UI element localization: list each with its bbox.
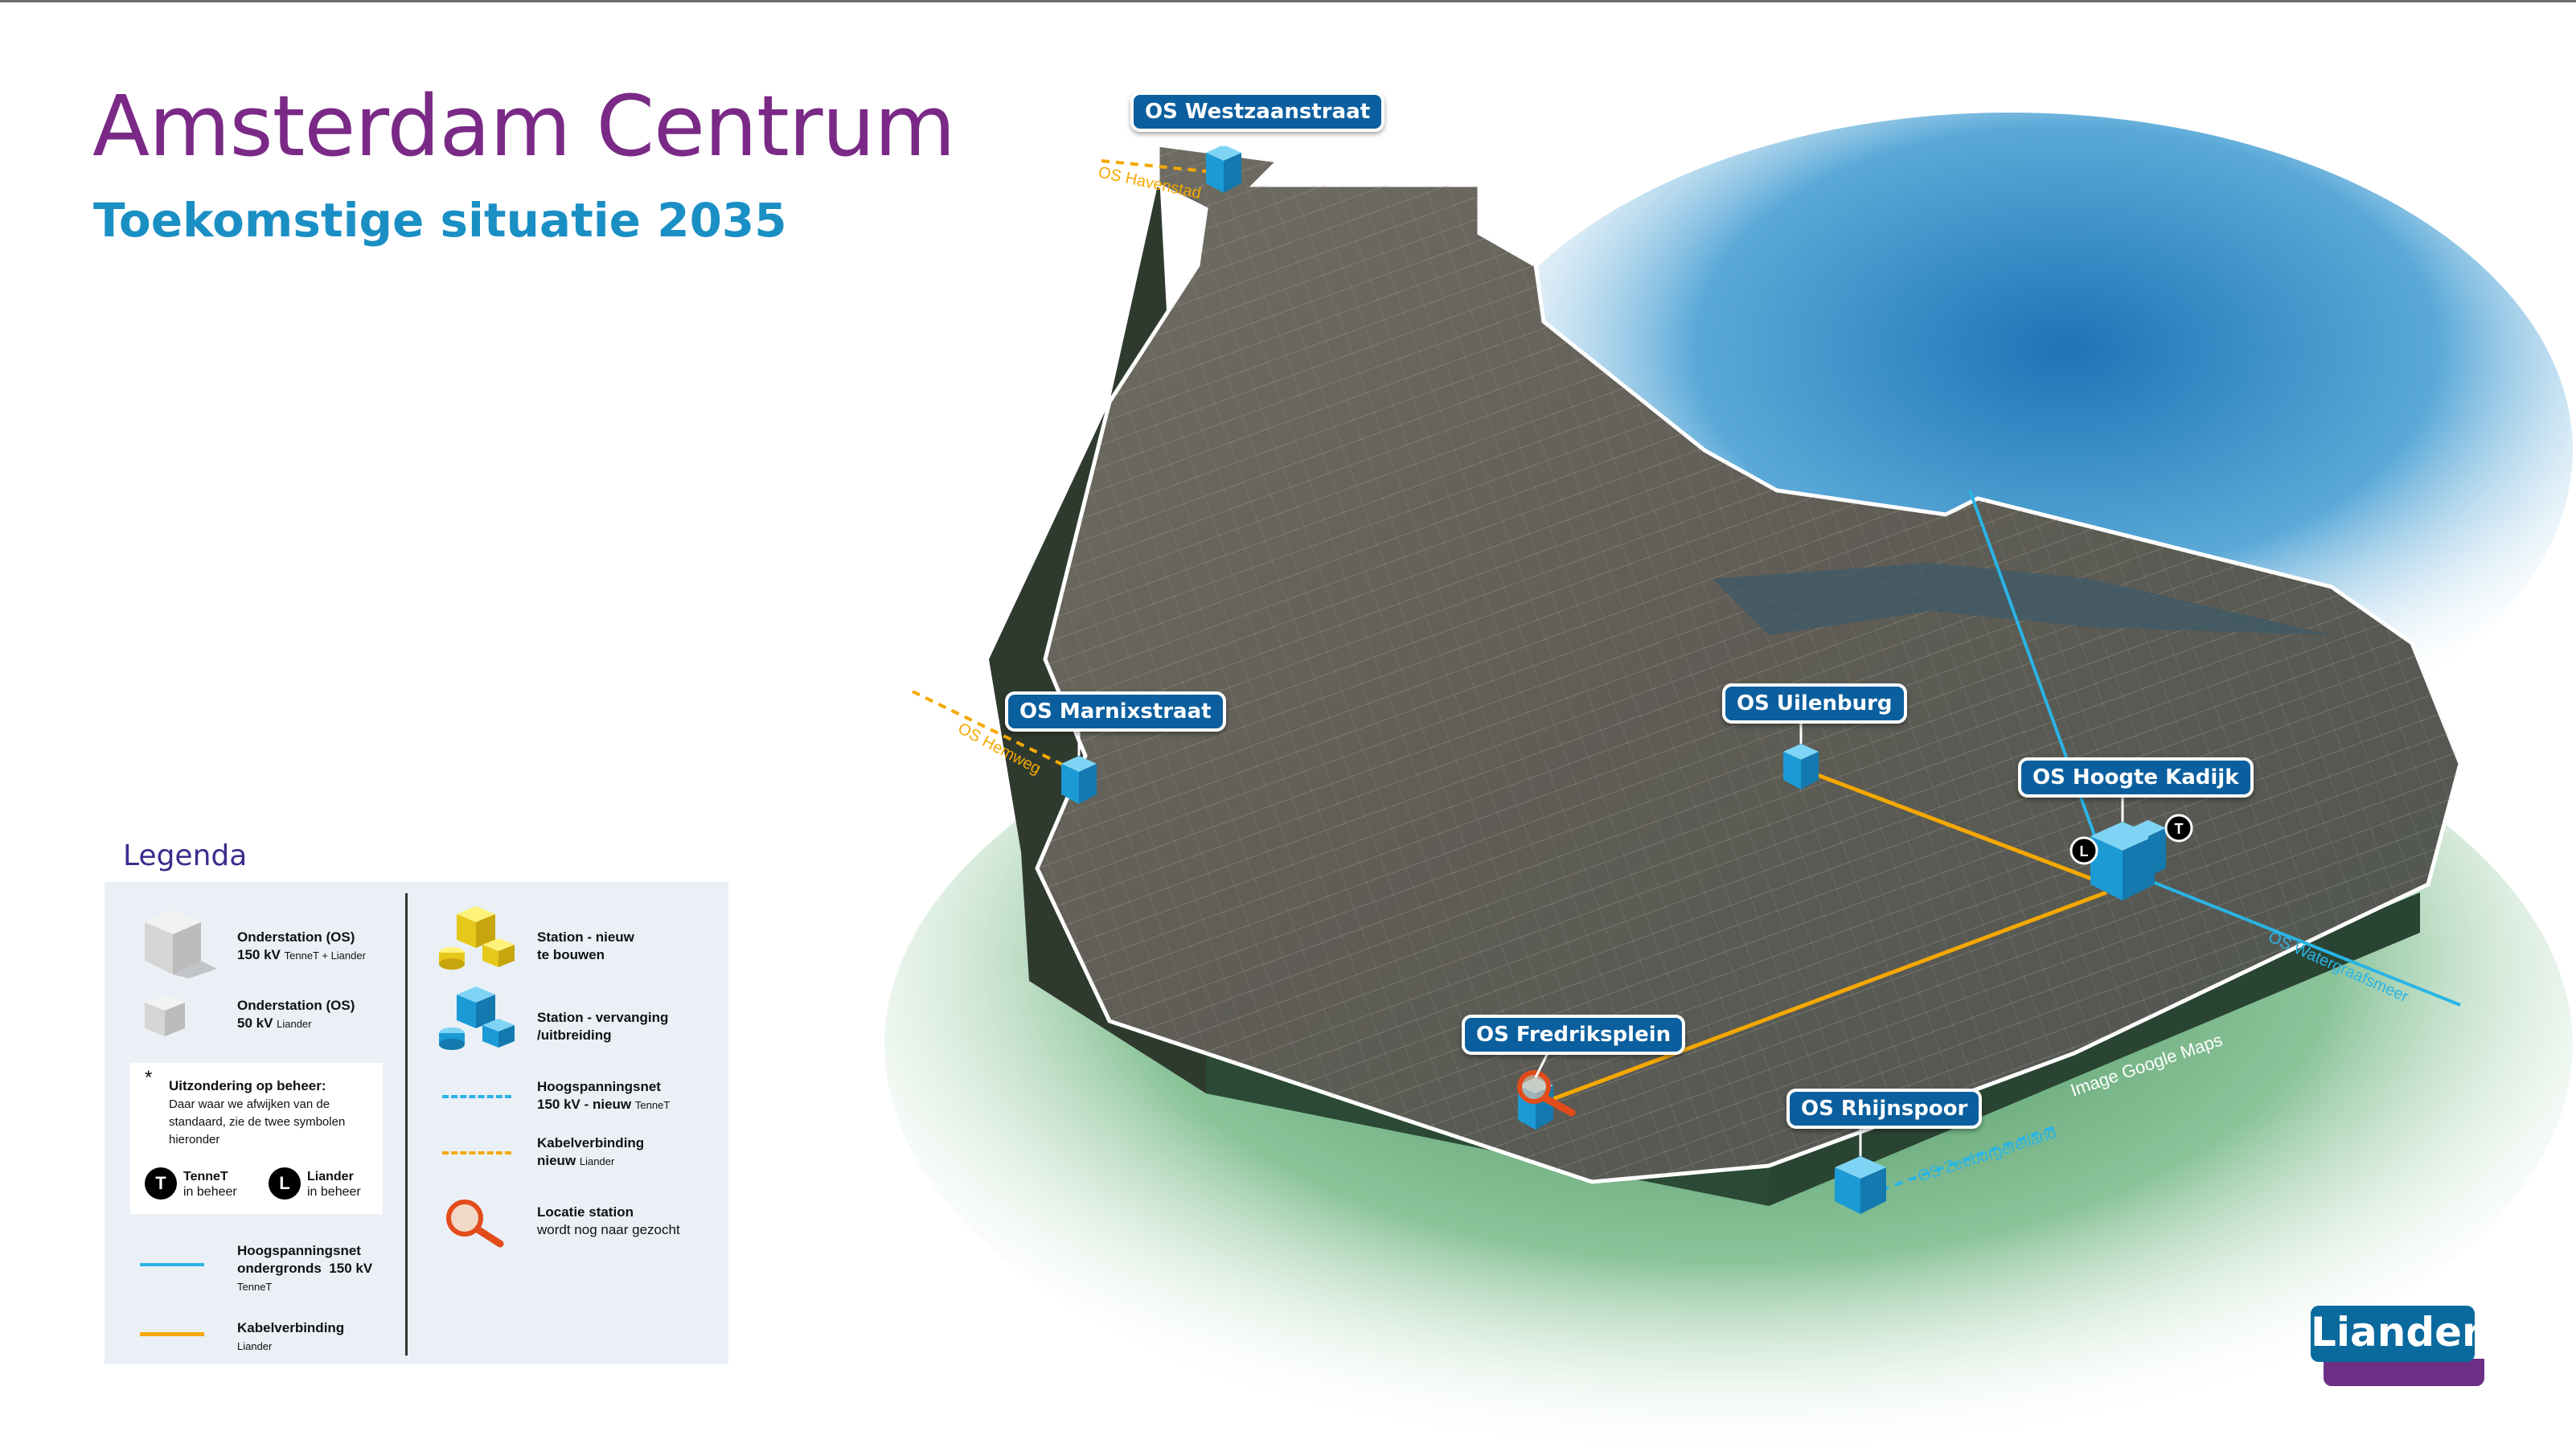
liander-badge-icon: L (2069, 836, 2098, 865)
legend-title: Legenda (123, 839, 248, 872)
zeeburgereiland-line (1881, 1124, 2059, 1192)
legend-divider (405, 893, 408, 1356)
legend-station-replace: Station - vervanging/uitbreiding (537, 1010, 669, 1043)
liander-logo: Liander (2311, 1306, 2482, 1362)
station-rhijnspoor-cube (1835, 1156, 1886, 1214)
top-rule (0, 0, 2576, 2)
station-replace-icon (439, 986, 515, 1050)
hs-new-line-icon (442, 1095, 511, 1098)
page-subtitle: Toekomstige situatie 2035 (93, 193, 787, 248)
svg-text:T: T (2175, 821, 2184, 837)
station-label-hoogte-kadijk: OS Hoogte Kadijk (2018, 757, 2254, 798)
search-location-icon (1517, 1070, 1576, 1117)
station-new-icon (439, 906, 515, 970)
station-marnixstraat-cube (1061, 756, 1097, 804)
station-label-marnixstraat: OS Marnixstraat (1005, 691, 1226, 732)
station-westzaanstraat-cube (1206, 145, 1241, 193)
cable-line-icon (140, 1332, 204, 1336)
hs-underground-line-icon (140, 1263, 204, 1266)
havenstad-cable (1101, 159, 1223, 174)
exception-text: Uitzondering op beheer: Daar waar we afw… (169, 1078, 346, 1146)
legend-os50: Onderstation (OS) 50 kV Liander (237, 998, 355, 1031)
legend-exception-box: * Uitzondering op beheer: Daar waar we a… (130, 1063, 383, 1214)
page-title: Amsterdam Centrum (92, 77, 956, 175)
logo-accent (2324, 1359, 2484, 1386)
station-label-fredriksplein: OS Fredriksplein (1462, 1015, 1686, 1055)
station-hoogte-kadijk-cube (2090, 820, 2166, 900)
legend-os150: Onderstation (OS) 150 kV TenneT + Liande… (237, 929, 366, 962)
city-map: OS Havenstad OS Hemweg OS Zeeburgereilan… (884, 113, 2573, 1452)
os150-cube-icon (145, 910, 217, 978)
station-label-westzaanstraat: OS Westzaanstraat (1130, 92, 1385, 132)
legend-panel: Onderstation (OS) 150 kV TenneT + Liande… (105, 882, 728, 1364)
watergraafsmeer-line (2138, 875, 2461, 1007)
fredriksplein-cable (1535, 890, 2107, 1108)
station-label-rhijnspoor: OS Rhijnspoor (1786, 1089, 1983, 1129)
legend-hs-underground: Hoogspanningsnet ondergronds 150 kV Tenn… (237, 1243, 373, 1293)
ij-water (1713, 563, 2332, 635)
hemweg-cable (912, 690, 1078, 773)
os50-cube-icon (145, 995, 185, 1036)
magnifier-icon (446, 1200, 504, 1248)
liander-badge-legend-icon: L (269, 1167, 301, 1200)
tennet-north-line (1968, 490, 2108, 869)
tennet-badge-legend-icon: T (145, 1167, 177, 1200)
exception-asterisk: * (145, 1067, 153, 1089)
uilenburg-cable (1808, 769, 2107, 887)
station-label-uilenburg: OS Uilenburg (1722, 683, 1907, 724)
cable-new-line-icon (442, 1151, 511, 1155)
street-grid (1037, 145, 2460, 1182)
station-uilenburg-cube (1783, 744, 1819, 790)
tennet-badge-icon: T (2164, 814, 2193, 843)
svg-text:L: L (2080, 843, 2089, 859)
